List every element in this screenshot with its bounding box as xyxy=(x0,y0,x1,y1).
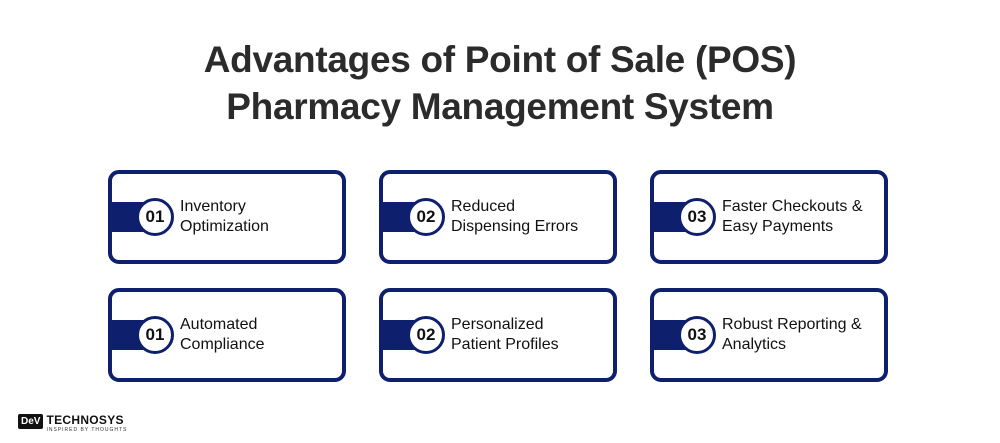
number-badge: 02 xyxy=(407,198,445,236)
card-label-line-1: Personalized xyxy=(451,316,544,333)
card-label-line-2: Compliance xyxy=(180,336,265,353)
card-label: Personalized Patient Profiles xyxy=(451,315,607,355)
card-label-line-2: Easy Payments xyxy=(722,218,834,235)
advantage-card-reduced-dispensing-errors: 02 Reduced Dispensing Errors xyxy=(379,170,617,264)
page-title-line-2: Pharmacy Management System xyxy=(226,86,774,127)
card-label: Robust Reporting & Analytics xyxy=(722,315,878,355)
number-badge: 03 xyxy=(678,198,716,236)
logo-tagline: INSPIRED BY THOUGHTS xyxy=(46,427,128,433)
card-label-line-1: Reduced xyxy=(451,198,516,215)
card-label-line-2: Optimization xyxy=(180,218,269,235)
advantage-card-inventory-optimization: 01 Inventory Optimization xyxy=(108,170,346,264)
card-label-line-1: Faster Checkouts & xyxy=(722,198,863,215)
card-label-line-2: Analytics xyxy=(722,336,787,353)
brand-logo: DeV TECHNOSYS INSPIRED BY THOUGHTS xyxy=(18,414,127,433)
card-label-line-1: Automated xyxy=(180,316,258,333)
card-label-line-1: Robust Reporting & xyxy=(722,316,862,333)
card-label-line-2: Patient Profiles xyxy=(451,336,559,353)
advantage-card-faster-checkouts: 03 Faster Checkouts & Easy Payments xyxy=(650,170,888,264)
advantage-card-automated-compliance: 01 Automated Compliance xyxy=(108,288,346,382)
page-title-line-1: Advantages of Point of Sale (POS) xyxy=(203,39,797,80)
logo-text: TECHNOSYS INSPIRED BY THOUGHTS xyxy=(46,413,128,434)
card-label-line-2: Dispensing Errors xyxy=(451,218,579,235)
card-label-line-1: Inventory xyxy=(180,198,246,215)
number-badge: 02 xyxy=(407,316,445,354)
card-label: Inventory Optimization xyxy=(180,197,336,237)
number-badge: 01 xyxy=(136,316,174,354)
card-label: Faster Checkouts & Easy Payments xyxy=(722,197,878,237)
advantage-card-personalized-patient-profiles: 02 Personalized Patient Profiles xyxy=(379,288,617,382)
logo-name: TECHNOSYS xyxy=(46,413,124,427)
logo-mark: DeV xyxy=(18,414,44,429)
page-title: Advantages of Point of Sale (POS) Pharma… xyxy=(0,36,1000,130)
advantage-card-robust-reporting: 03 Robust Reporting & Analytics xyxy=(650,288,888,382)
card-label: Reduced Dispensing Errors xyxy=(451,197,607,237)
number-badge: 01 xyxy=(136,198,174,236)
card-label: Automated Compliance xyxy=(180,315,336,355)
number-badge: 03 xyxy=(678,316,716,354)
